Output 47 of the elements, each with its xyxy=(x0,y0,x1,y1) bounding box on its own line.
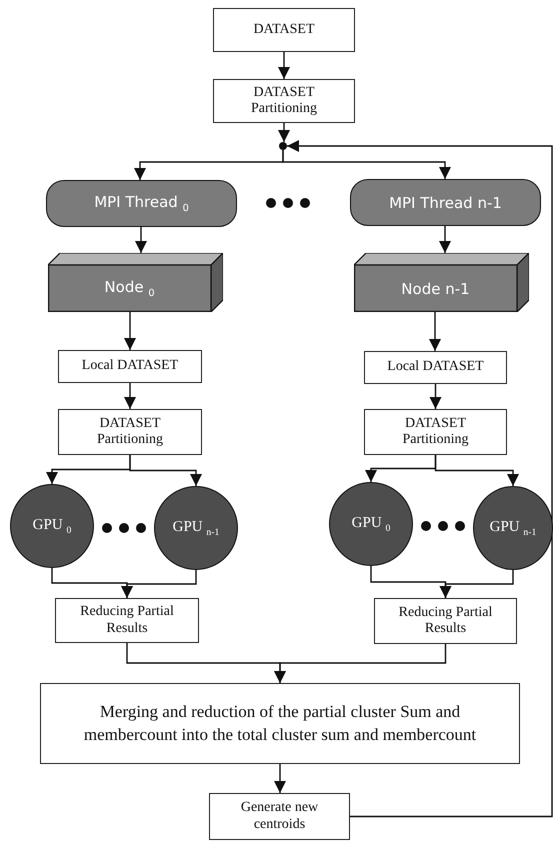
thread-pill xyxy=(46,180,237,227)
node-label: Generate new centroids xyxy=(240,800,320,833)
junction-dot xyxy=(279,142,287,150)
arrow xyxy=(124,383,136,409)
process-box xyxy=(374,598,517,644)
process-box xyxy=(213,8,355,52)
node-label: Node $_{0}$ xyxy=(104,278,155,299)
process-box xyxy=(209,793,350,840)
node-label: GPU $_{n-1}$ xyxy=(172,518,220,538)
node-label: MPI Thread n-1 xyxy=(389,194,502,212)
node-label: DATASET Partitioning xyxy=(96,416,164,448)
node-label: Local DATASET xyxy=(387,359,484,376)
arrow xyxy=(121,570,197,598)
process-box xyxy=(55,598,199,643)
node-label: MPI Thread $_{0}$ xyxy=(94,193,189,214)
node-label: Node n-1 xyxy=(401,280,470,298)
arrow xyxy=(430,384,442,409)
arrow xyxy=(278,123,290,142)
process-box xyxy=(58,350,202,383)
arrow xyxy=(129,455,202,486)
node-label: GPU $_{n-1}$ xyxy=(490,518,536,538)
process-box xyxy=(213,79,355,123)
arrow xyxy=(124,312,136,350)
arrow xyxy=(135,227,147,253)
node-label: DATASET Partitioning xyxy=(401,416,470,448)
thread-pill xyxy=(350,179,541,226)
arrow xyxy=(274,644,446,683)
process-box xyxy=(364,351,507,384)
node-label: GPU $_{0}$ xyxy=(352,514,390,534)
arrow xyxy=(282,150,451,179)
arrow xyxy=(274,764,286,793)
arrow xyxy=(439,226,451,253)
node-label: Merging and reduction of the partial cluster Sum and membercount into the total cluster sum and membercount xyxy=(82,701,478,746)
process-box xyxy=(40,683,520,764)
node-label: GPU $_{0}$ xyxy=(32,516,72,536)
node-label: DATASET Partitioning xyxy=(250,84,318,118)
arrow xyxy=(434,455,519,486)
node-label: DATASET xyxy=(253,22,315,38)
process-box xyxy=(364,409,507,455)
node-label: Local DATASET xyxy=(82,358,178,375)
arrow xyxy=(278,52,290,79)
arrow xyxy=(429,312,441,351)
arrow xyxy=(440,570,514,598)
node-label: Reducing Partial Results xyxy=(398,604,494,638)
arrow xyxy=(287,140,553,818)
node-label: Reducing Partial Results xyxy=(79,604,175,637)
process-box xyxy=(58,409,202,455)
